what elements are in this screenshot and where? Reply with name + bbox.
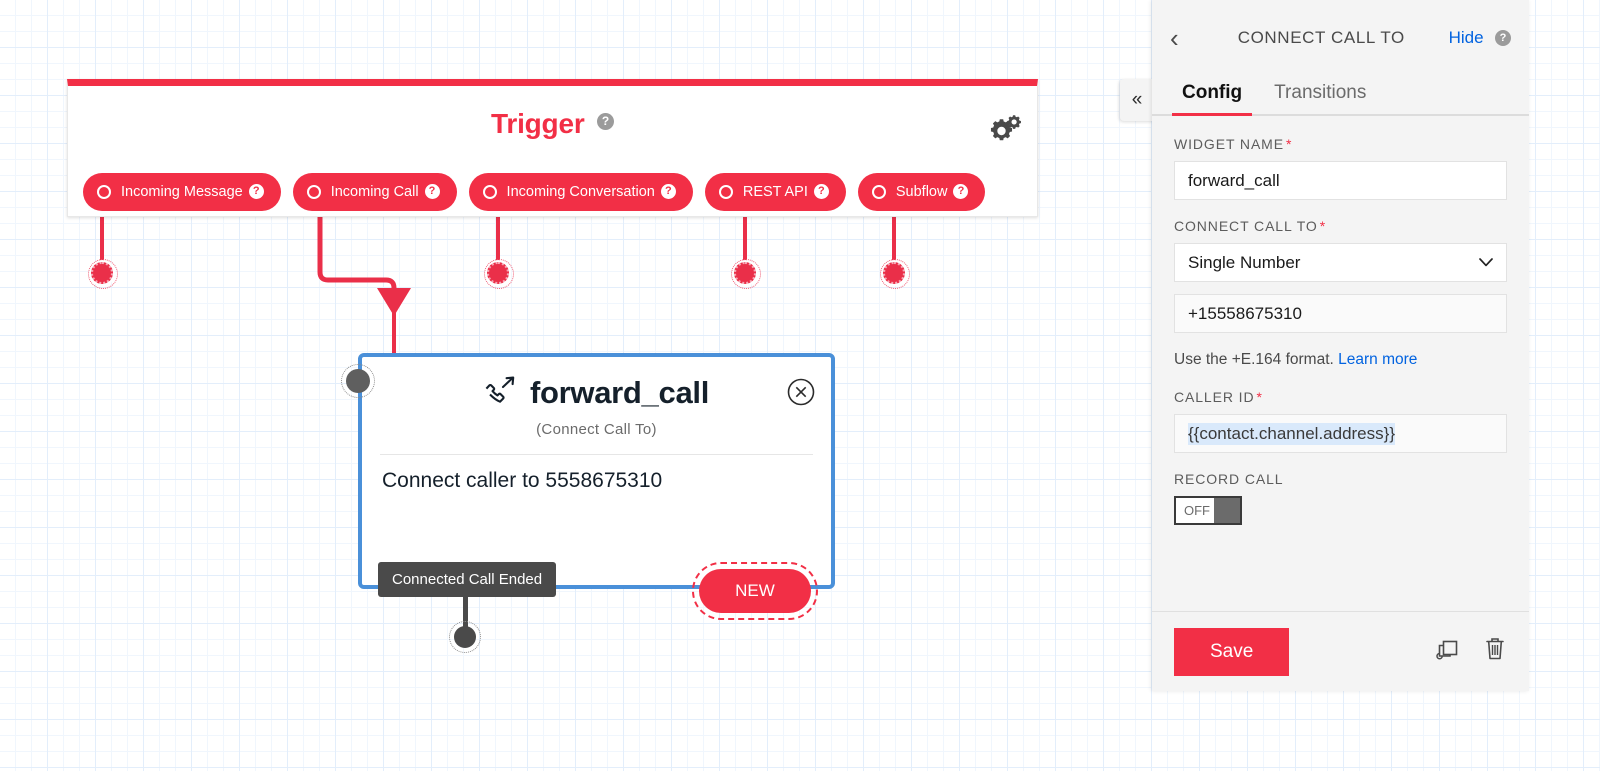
chevron-left-icon[interactable]: ‹ [1170,23,1179,53]
radio-icon [97,185,111,199]
trigger-widget-card[interactable]: Trigger ? Incoming Message ? Inco [67,79,1038,217]
label-text: CALLER ID [1174,389,1255,405]
caller-id-value: {{contact.channel.address}} [1188,422,1395,445]
phone-number-input[interactable]: +15558675310 [1174,294,1507,333]
required-marker: * [1256,389,1263,405]
required-marker: * [1319,218,1327,234]
forward-call-widget-card[interactable]: forward_call (Connect Call To) Connect c… [341,353,835,620]
connector-endpoint-incoming-message[interactable] [88,259,118,289]
widget-config-panel: ‹ CONNECT CALL TO Hide ? Config Transiti… [1152,0,1529,691]
pill-help-icon[interactable]: ? [813,183,829,199]
e164-hint: Use the +E.164 format. Learn more [1174,351,1507,369]
pill-help-icon[interactable]: ? [248,183,264,199]
widget-title: forward_call [529,375,710,410]
toggle-knob [1214,498,1240,523]
footer-icon-group [1435,635,1507,668]
save-button[interactable]: Save [1174,627,1290,676]
transition-label[interactable]: Connected Call Ended [378,562,557,597]
caller-id-input[interactable]: {{contact.channel.address}} [1174,414,1507,453]
pill-help-icon[interactable]: ? [424,183,440,199]
transition-endpoint-dot[interactable] [449,621,481,653]
trigger-pill-incoming-conversation[interactable]: Incoming Conversation ? [468,173,693,211]
select-value: Single Number [1188,252,1301,272]
learn-more-link[interactable]: Learn more [1338,351,1418,368]
widget-body-text: Connect caller to 5558675310 [382,469,663,492]
connect-call-to-label: CONNECT CALL TO* [1174,218,1507,234]
trigger-pill-rest-api[interactable]: REST API ? [704,173,846,211]
widget-name-label: WIDGET NAME* [1174,136,1507,152]
widget-divider [380,454,813,455]
connect-call-to-select[interactable]: Single Number [1174,243,1507,282]
tab-transitions[interactable]: Transitions [1274,82,1367,103]
caller-id-label: CALLER ID* [1174,389,1507,405]
record-call-state: OFF [1184,503,1210,518]
trigger-pill-list: Incoming Message ? Incoming Call ? Incom… [83,173,986,211]
panel-hide-group: Hide ? [1449,28,1511,48]
panel-title: CONNECT CALL TO [1237,28,1405,47]
phone-forward-icon [484,376,518,411]
panel-header: ‹ CONNECT CALL TO Hide ? [1152,0,1529,76]
radio-icon [871,185,886,199]
pill-label: Subflow [895,184,948,200]
hide-link[interactable]: Hide [1448,28,1484,47]
panel-tabs: Config Transitions [1152,76,1529,116]
pill-help-icon[interactable]: ? [660,183,676,199]
panel-footer: Save [1152,611,1529,691]
record-call-label: RECORD CALL [1174,471,1284,487]
tab-config[interactable]: Config [1172,76,1253,116]
duplicate-icon[interactable] [1435,636,1461,667]
trigger-pill-incoming-call[interactable]: Incoming Call ? [292,173,457,211]
new-transition-button[interactable]: NEW [692,562,818,620]
record-call-toggle[interactable]: OFF [1174,496,1242,525]
pill-label: Incoming Call [330,184,419,200]
widget-input-anchor[interactable] [341,364,375,398]
radio-icon [482,185,497,199]
trash-icon[interactable] [1483,635,1507,668]
chevron-down-icon [1479,255,1493,270]
transition-connector-line [463,595,468,633]
label-text: WIDGET NAME [1174,136,1284,152]
pill-label: Incoming Message [121,184,243,200]
pill-label: Incoming Conversation [506,184,655,200]
hide-help-icon[interactable]: ? [1495,30,1511,46]
pill-help-icon[interactable]: ? [953,183,969,199]
widget-name-input[interactable]: forward_call [1174,161,1507,200]
label-text: CONNECT CALL TO [1174,218,1318,234]
connector-endpoint-rest-api[interactable] [731,259,761,289]
required-marker: * [1285,136,1293,152]
radio-icon [306,185,321,199]
trigger-title-row: Trigger ? [68,108,1037,140]
pill-label: REST API [742,184,808,200]
trigger-pill-incoming-message[interactable]: Incoming Message ? [83,173,281,211]
trigger-pill-subflow[interactable]: Subflow ? [857,173,986,211]
widget-subtitle: (Connect Call To) [536,421,657,438]
connector-endpoint-subflow[interactable] [880,259,910,289]
trigger-help-icon[interactable]: ? [596,112,614,130]
trigger-title: Trigger [491,108,585,139]
widget-title-row: forward_call [362,375,831,411]
hint-text: Use the +E.164 format. [1174,351,1334,368]
panel-collapse-toggle[interactable]: « [1120,79,1154,121]
radio-icon [718,185,733,199]
panel-body: WIDGET NAME* forward_call CONNECT CALL T… [1152,116,1529,611]
gears-icon[interactable] [989,112,1023,146]
close-icon[interactable] [787,378,815,406]
connector-endpoint-incoming-conversation[interactable] [484,259,514,289]
